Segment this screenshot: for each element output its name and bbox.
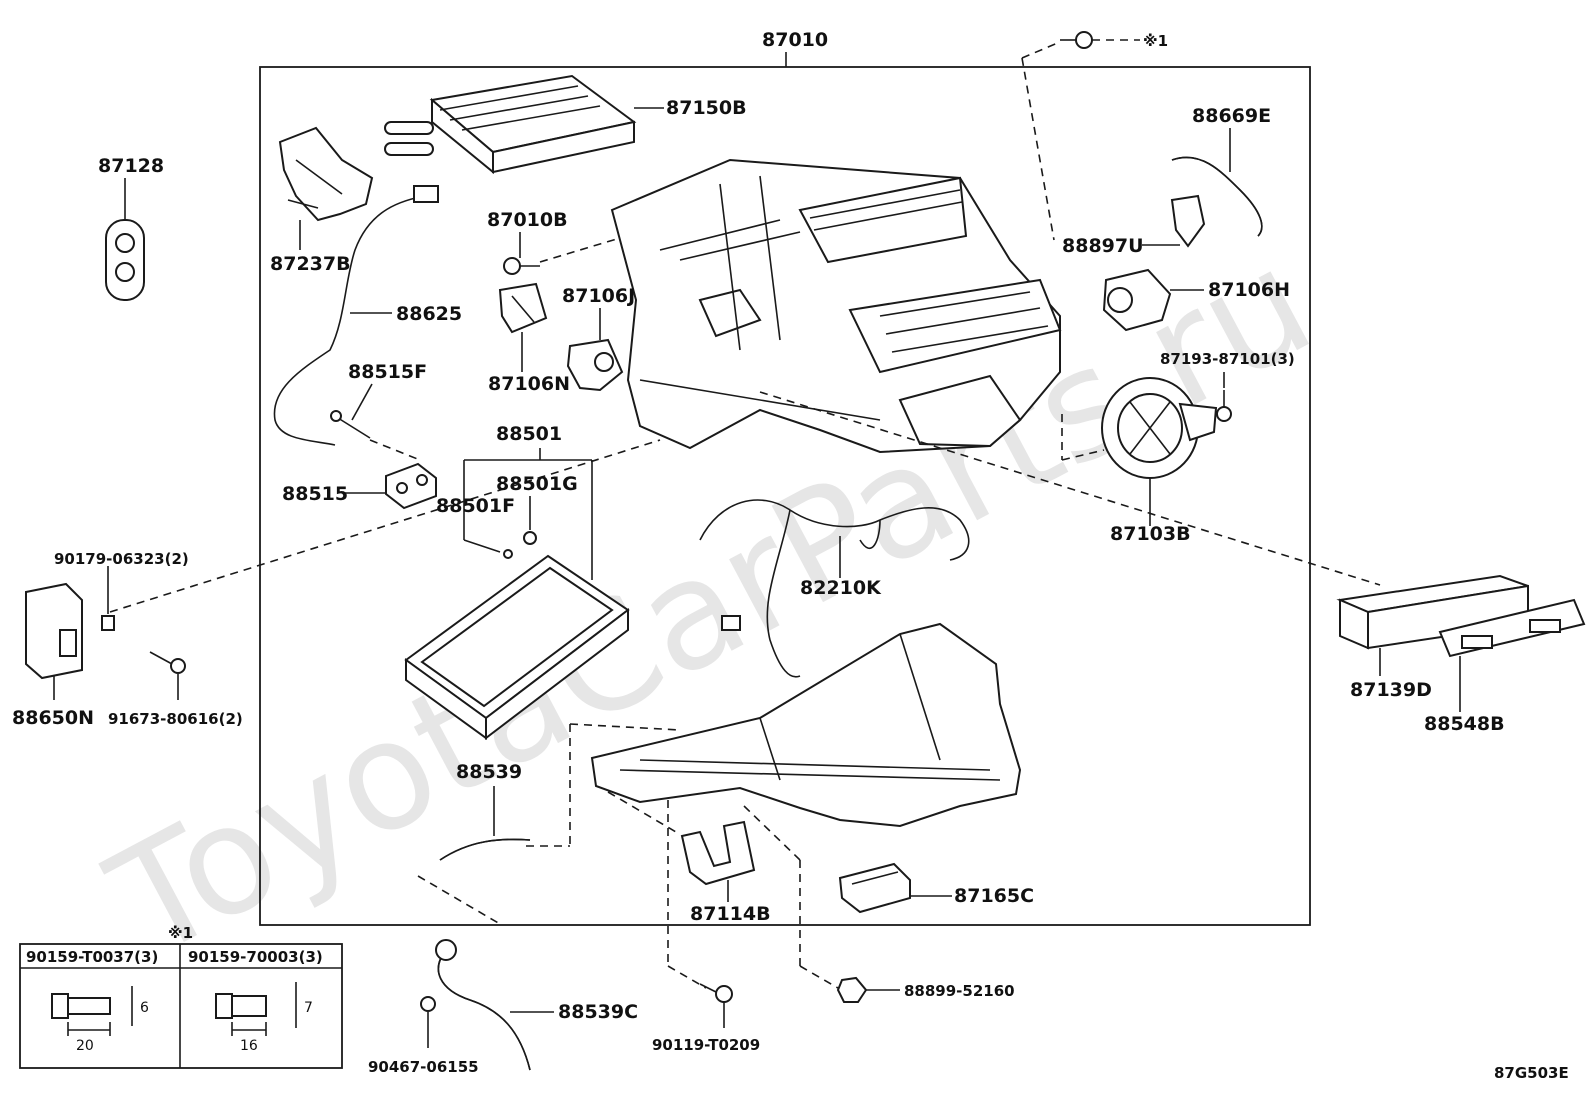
note-marker-table: ※1 xyxy=(168,924,193,942)
hose-clip-88897U-part[interactable] xyxy=(1170,194,1206,248)
label-87139D: 87139D xyxy=(1350,679,1432,701)
sensor-connector-icon xyxy=(413,185,439,203)
label-88625: 88625 xyxy=(396,303,462,325)
bolt-table-header-1: 90159-T0037(3) xyxy=(26,948,158,966)
drain-hose-88539C-part[interactable] xyxy=(437,949,531,1071)
label-87106J: 87106J xyxy=(562,285,635,307)
dash-top-screw xyxy=(1021,57,1055,241)
blower-motor-part[interactable] xyxy=(1101,377,1218,479)
label-87010: 87010 xyxy=(762,29,828,51)
label-88501: 88501 xyxy=(496,423,562,445)
dash-88899-3 xyxy=(799,965,839,989)
bolt-2-length: 16 xyxy=(240,1038,258,1054)
label-87010B: 87010B xyxy=(487,209,568,231)
hose-end-icon xyxy=(435,939,457,961)
dash-filter xyxy=(759,391,1381,586)
heater-radiator-part[interactable] xyxy=(384,74,637,175)
screw-87010B-part[interactable] xyxy=(503,257,540,275)
hvac-unit-housing-part[interactable] xyxy=(610,158,1062,454)
blower-resistor-part[interactable] xyxy=(838,862,911,914)
label-88899: 88899-52160 xyxy=(904,982,1015,1000)
bolt-90119-part[interactable] xyxy=(699,983,733,1003)
servo-87106J-part[interactable] xyxy=(566,338,624,392)
clip-90179-icon[interactable] xyxy=(101,615,115,631)
dash-88539 xyxy=(417,875,501,925)
label-90119: 90119-T0209 xyxy=(652,1036,760,1054)
note-marker-top: ※1 xyxy=(1143,32,1168,50)
label-88539C: 88539C xyxy=(558,1001,638,1023)
servo-87106H-part[interactable] xyxy=(1102,268,1172,332)
dash-lower-case xyxy=(569,723,681,731)
dash-blower-2 xyxy=(1061,449,1105,461)
label-87237B: 87237B xyxy=(270,253,351,275)
bolt-1-length: 20 xyxy=(76,1038,94,1054)
bolt-1-diameter: 6 xyxy=(140,1000,149,1016)
label-82210K: 82210K xyxy=(800,577,882,599)
label-87106N: 87106N xyxy=(488,373,570,395)
dash-88650N xyxy=(109,439,661,613)
bracket-87114B-part[interactable] xyxy=(680,820,756,886)
o-ring-88501G-icon xyxy=(523,531,537,545)
filter-cover-part[interactable] xyxy=(1438,598,1586,658)
top-screw-part[interactable] xyxy=(1060,31,1093,49)
clip-90467-icon[interactable] xyxy=(420,996,436,1012)
wire-harness-part[interactable] xyxy=(699,499,970,678)
bolt-2-diameter: 7 xyxy=(304,1000,313,1016)
dash-90119-2 xyxy=(667,965,707,989)
label-91673: 91673-80616(2) xyxy=(108,710,243,728)
leader-88501F xyxy=(463,539,501,553)
label-87106H: 87106H xyxy=(1208,279,1290,301)
blower-screw-part[interactable] xyxy=(1216,390,1232,422)
harness-connector-icon xyxy=(721,615,741,631)
label-87150B: 87150B xyxy=(666,97,747,119)
leader-88515F xyxy=(351,383,373,421)
label-88501G: 88501G xyxy=(496,473,578,495)
label-88515: 88515 xyxy=(282,483,348,505)
label-90179: 90179-06323(2) xyxy=(54,550,189,568)
expansion-valve-part[interactable] xyxy=(385,462,437,510)
label-88515F: 88515F xyxy=(348,361,427,383)
label-88897U: 88897U xyxy=(1062,235,1144,257)
label-87128: 87128 xyxy=(98,155,164,177)
servo-87106N-part[interactable] xyxy=(498,282,548,334)
label-87114B: 87114B xyxy=(690,903,771,925)
label-88539: 88539 xyxy=(456,761,522,783)
lower-case-part[interactable] xyxy=(590,622,1022,828)
o-ring-88501F-icon xyxy=(503,549,513,559)
label-88501F: 88501F xyxy=(436,495,515,517)
dash-88899 xyxy=(743,805,801,861)
label-88650N: 88650N xyxy=(12,707,94,729)
duct-bracket-part[interactable] xyxy=(278,126,374,222)
screw-91673-part[interactable] xyxy=(149,651,186,674)
sensor-wire-part[interactable] xyxy=(273,194,431,446)
label-87103B: 87103B xyxy=(1110,523,1191,545)
label-88669E: 88669E xyxy=(1192,105,1271,127)
cabin-filter-part[interactable] xyxy=(1336,574,1529,650)
evaporator-part[interactable] xyxy=(404,554,630,741)
label-90467: 90467-06155 xyxy=(368,1058,479,1076)
diagram-id: 87G503E xyxy=(1494,1064,1569,1082)
assembly-frame xyxy=(259,66,1311,926)
dash-top-screw-2 xyxy=(1021,41,1061,59)
nut-88899-part[interactable] xyxy=(836,976,868,1003)
dash-88515F xyxy=(369,439,421,461)
grommet-part[interactable] xyxy=(105,219,145,301)
label-87165C: 87165C xyxy=(954,885,1034,907)
label-88548B: 88548B xyxy=(1424,713,1505,735)
label-87193: 87193-87101(3) xyxy=(1160,350,1295,368)
bolt-spec-table xyxy=(19,943,343,1069)
ac-control-unit-part[interactable] xyxy=(25,582,83,680)
bolt-table-header-2: 90159-70003(3) xyxy=(188,948,323,966)
valve-bolt-88515F-part[interactable] xyxy=(330,410,371,439)
